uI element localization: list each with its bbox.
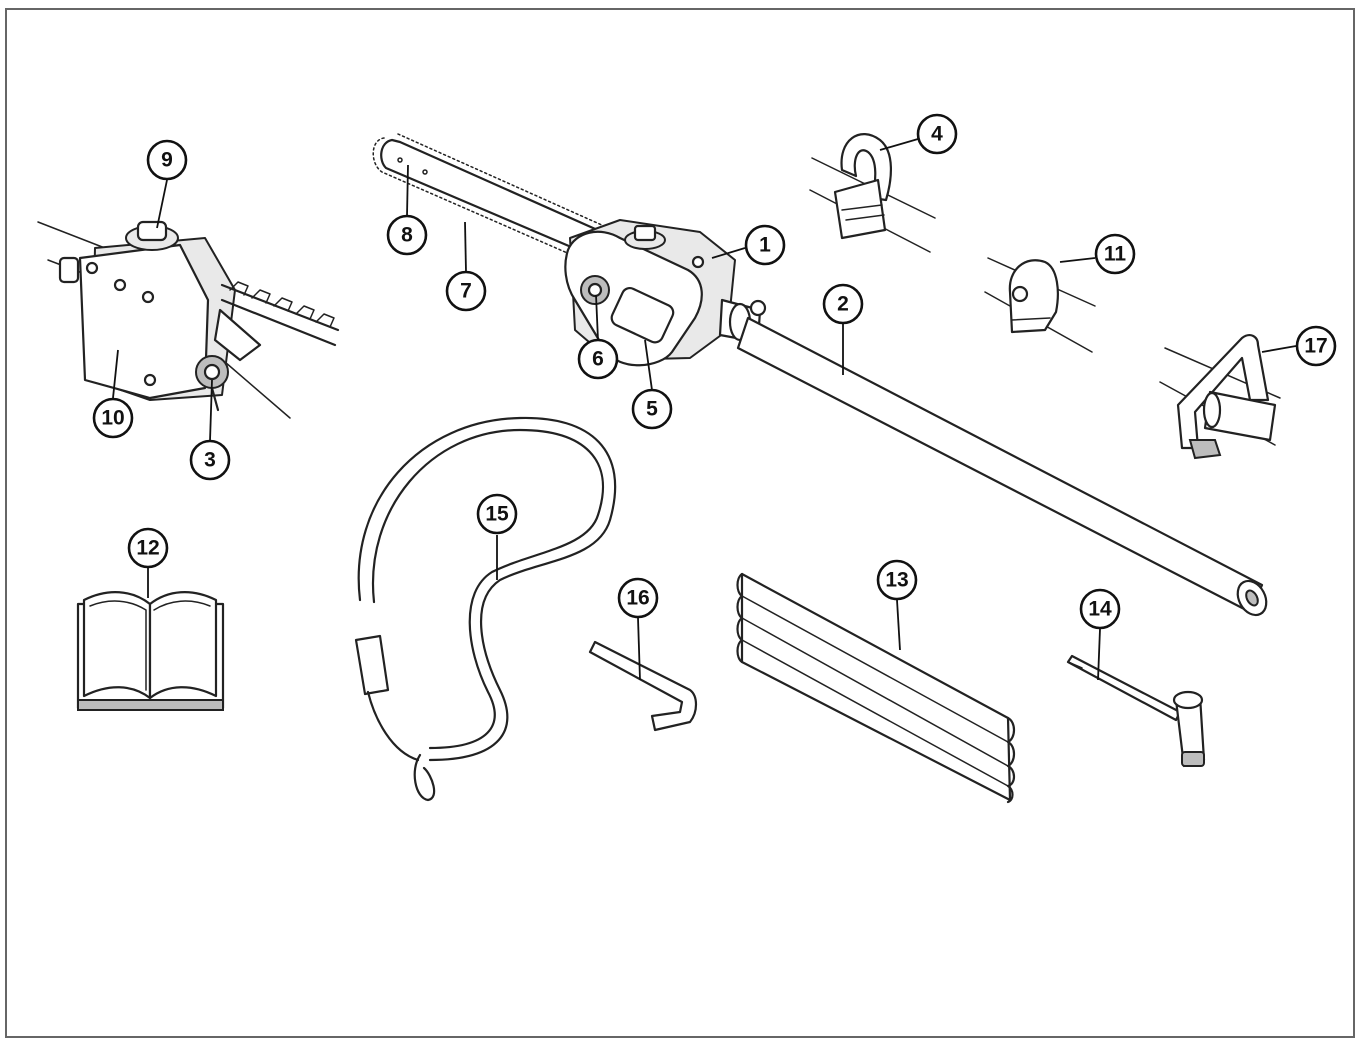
callout-4-label: 4 [931, 123, 943, 146]
callout-1-label: 1 [759, 234, 771, 257]
leader-lines [112, 138, 1297, 681]
callout-9: 9 [146, 139, 188, 181]
callout-15-label: 15 [485, 503, 509, 526]
shaft-clamp-drawing [984, 257, 1096, 353]
callout-3-label: 3 [204, 449, 216, 472]
callout-14-label: 14 [1088, 598, 1112, 621]
callout-12-label: 12 [136, 537, 159, 560]
callout-16-label: 16 [626, 587, 649, 610]
callout-11: 11 [1094, 233, 1136, 275]
callout-4: 4 [916, 113, 958, 155]
callout-10: 10 [92, 397, 134, 439]
chain-head-assembly-drawing [37, 220, 340, 419]
callout-13-label: 13 [885, 569, 908, 592]
callout-2-label: 2 [837, 293, 849, 316]
callout-9-label: 9 [161, 149, 173, 172]
callout-3: 3 [189, 439, 231, 481]
callout-5: 5 [631, 388, 673, 430]
callout-8: 8 [386, 214, 428, 256]
callout-8-label: 8 [401, 224, 413, 247]
callout-6: 6 [577, 338, 619, 380]
callout-17-label: 17 [1304, 335, 1327, 358]
shoulder-strap-drawing [354, 416, 617, 802]
callout-15: 15 [476, 493, 518, 535]
callout-11-label: 11 [1104, 243, 1127, 266]
operator-manual-drawing [76, 591, 225, 711]
callout-17: 17 [1295, 325, 1337, 367]
rear-handle-drawing [1159, 334, 1281, 460]
callout-12: 12 [127, 527, 169, 569]
callout-5-label: 5 [646, 398, 658, 421]
callout-10-label: 10 [101, 407, 124, 430]
callout-6-label: 6 [592, 348, 604, 371]
combination-wrench-drawing [1066, 654, 1206, 768]
front-handle-drawing [809, 133, 936, 253]
callout-13: 13 [876, 559, 918, 601]
callout-14: 14 [1079, 588, 1121, 630]
callout-16: 16 [617, 577, 659, 619]
callout-1: 1 [744, 224, 786, 266]
hex-key-drawing [588, 640, 698, 732]
callout-7: 7 [445, 270, 487, 312]
bar-scabbard-drawing [736, 572, 1016, 804]
drive-shaft-drawing [736, 316, 1268, 617]
callout-7-label: 7 [460, 280, 472, 303]
callout-2: 2 [822, 283, 864, 325]
